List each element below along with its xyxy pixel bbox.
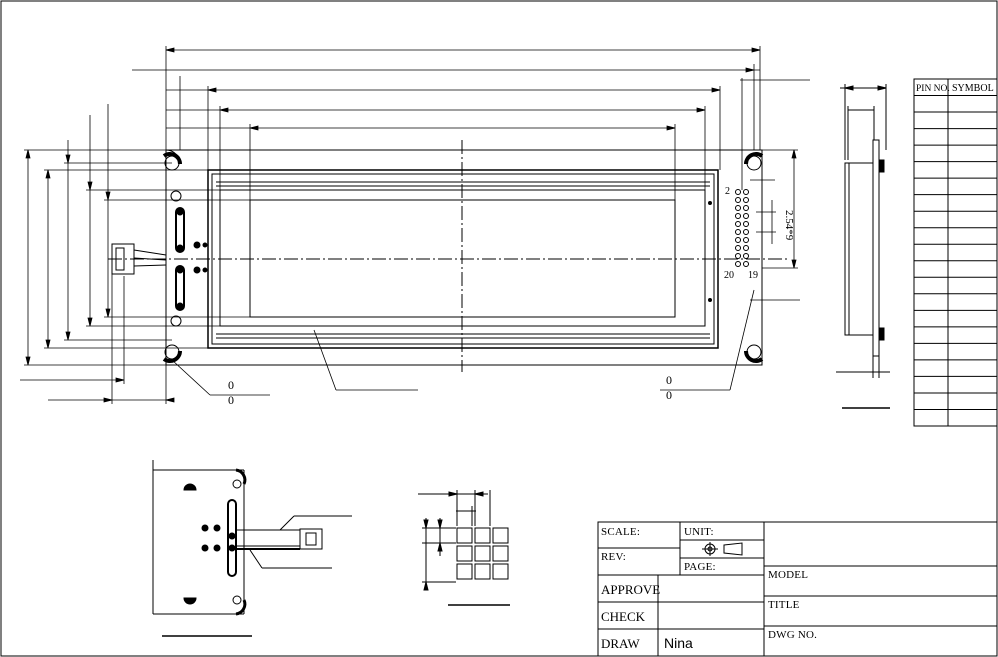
callout-right-top: 0 — [666, 373, 672, 387]
pin-table — [913, 78, 998, 427]
pin-table-header-pin: PIN NO. — [916, 84, 950, 94]
side-view — [836, 84, 890, 409]
pin-table-header-symbol: SYMBOL — [952, 83, 994, 94]
title-label: TITLE — [768, 599, 800, 611]
pcb-outline — [165, 149, 763, 366]
check-label: CHECK — [601, 609, 646, 624]
title-block — [597, 521, 998, 657]
backlight-connector — [111, 243, 135, 275]
mounting-hole-bl — [162, 344, 182, 363]
callout-left-bottom: 0 — [228, 393, 234, 407]
dot-matrix-detail — [418, 490, 510, 606]
callout-left-top: 0 — [228, 378, 234, 392]
page-label: PAGE: — [684, 561, 716, 573]
mounting-hole-tr — [744, 152, 764, 171]
pin-label-20: 20 — [724, 270, 734, 281]
pin-pitch-label: 2.54*9 — [783, 210, 795, 241]
unit-label: UNIT: — [684, 526, 714, 538]
dimension-lines — [20, 46, 810, 404]
approve-label: APPROVE — [601, 582, 660, 597]
model-label: MODEL — [768, 569, 808, 581]
mounting-hole-br — [744, 344, 764, 363]
drawn-by: Nina — [664, 635, 693, 651]
pin-header — [735, 189, 749, 267]
draw-label: DRAW — [601, 636, 640, 651]
front-view — [108, 140, 790, 372]
callout-right-bottom: 0 — [666, 388, 672, 402]
dwg-no-label: DWG NO. — [768, 629, 817, 641]
backlight-detail-view — [152, 460, 352, 637]
pin-label-19: 19 — [748, 270, 758, 281]
pin-label-2: 2 — [725, 186, 730, 197]
scale-label: SCALE: — [601, 526, 640, 538]
rev-label: REV: — [601, 551, 626, 563]
